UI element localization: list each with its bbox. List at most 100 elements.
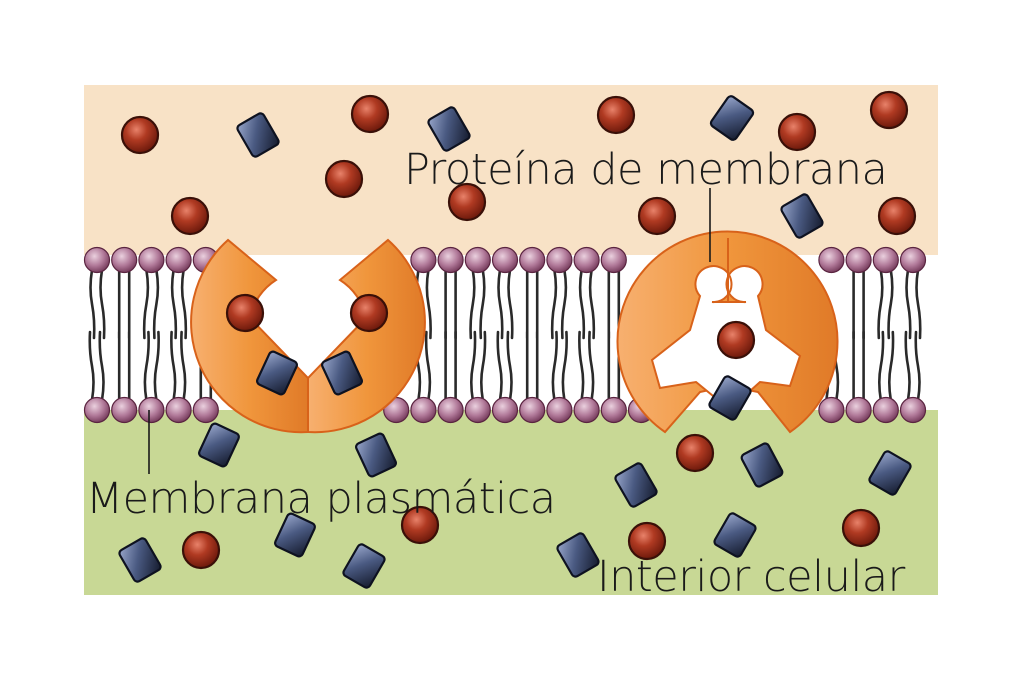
lipid-tail bbox=[561, 330, 568, 402]
sphere-molecule bbox=[349, 293, 389, 333]
lipid-tail bbox=[550, 268, 558, 340]
lipid-head bbox=[410, 246, 437, 274]
cube-molecule bbox=[118, 537, 162, 583]
lipid-tail bbox=[425, 268, 432, 340]
lipid-head bbox=[165, 246, 192, 274]
lipid-tail bbox=[904, 330, 911, 402]
protein-label: Proteína de membrana bbox=[404, 145, 887, 195]
cube-molecule bbox=[342, 543, 386, 589]
lipid-head bbox=[899, 396, 927, 424]
sphere-molecule bbox=[637, 196, 677, 236]
lipid-tail bbox=[180, 268, 188, 340]
sphere-molecule bbox=[400, 505, 440, 545]
lipid-head bbox=[138, 246, 165, 274]
cube-molecule bbox=[868, 450, 912, 496]
cube-molecule bbox=[427, 106, 471, 152]
lipid-tail bbox=[152, 268, 160, 340]
lipid-tail bbox=[888, 330, 895, 402]
sphere-molecule bbox=[627, 521, 667, 561]
lipid-tail bbox=[143, 330, 150, 402]
lipid-tail bbox=[914, 330, 921, 402]
interior-label: Interior celular bbox=[597, 552, 906, 602]
sphere-molecule bbox=[596, 95, 636, 135]
cube-molecule bbox=[274, 512, 316, 558]
lipid-tail bbox=[507, 268, 514, 340]
carrier-protein-open bbox=[190, 238, 426, 434]
cube-molecule bbox=[708, 375, 752, 421]
lipid-head bbox=[464, 396, 491, 424]
lipid-head bbox=[818, 396, 845, 424]
lipid-head bbox=[83, 396, 111, 424]
sphere-molecule bbox=[225, 293, 265, 333]
sphere-molecule bbox=[120, 115, 160, 155]
lipid-tail bbox=[905, 268, 912, 340]
lipid-tail bbox=[470, 330, 477, 402]
sphere-molecule bbox=[869, 90, 909, 130]
cube-molecule bbox=[614, 462, 658, 508]
lipid-head bbox=[111, 396, 138, 424]
lipid-tail bbox=[496, 330, 503, 402]
lipid-tail bbox=[170, 330, 177, 402]
lipid-head bbox=[491, 246, 519, 274]
lipid-head bbox=[410, 396, 437, 424]
lipid-tail bbox=[98, 330, 105, 402]
sphere-molecule bbox=[675, 433, 715, 473]
lipid-head bbox=[437, 396, 464, 424]
sphere-molecule bbox=[447, 182, 487, 222]
lipid-heads bbox=[83, 246, 927, 424]
lipid-head bbox=[573, 246, 600, 274]
lipid-tail bbox=[469, 268, 476, 340]
lipid-tail bbox=[180, 330, 187, 402]
lipid-tail bbox=[497, 268, 504, 340]
lipid-tail bbox=[588, 330, 595, 402]
lipid-head bbox=[519, 246, 546, 274]
sphere-molecule bbox=[716, 320, 756, 360]
cube-molecule bbox=[198, 422, 240, 468]
membrane-label: Membrana plasmática bbox=[86, 474, 556, 524]
lipid-head bbox=[872, 246, 899, 274]
lipid-head bbox=[437, 246, 464, 274]
cube-molecule bbox=[709, 95, 755, 141]
lipid-head bbox=[165, 396, 192, 424]
lipid-tail bbox=[142, 268, 150, 340]
lipid-tail bbox=[170, 268, 178, 340]
lipid-tail bbox=[877, 268, 884, 340]
sphere-molecule bbox=[777, 112, 817, 152]
lipid-tail bbox=[88, 330, 95, 402]
lipid-tail bbox=[99, 268, 106, 340]
lipid-tail bbox=[578, 330, 585, 402]
cube-molecule bbox=[236, 112, 280, 158]
sphere-molecule bbox=[181, 530, 221, 570]
lipid-tail bbox=[588, 268, 596, 340]
lipid-head bbox=[818, 246, 845, 274]
lipid-head bbox=[491, 396, 519, 424]
lipid-tail bbox=[551, 330, 558, 402]
molecules bbox=[118, 90, 917, 589]
lipid-head bbox=[464, 246, 491, 274]
lipid-head bbox=[519, 396, 546, 424]
sphere-molecule bbox=[877, 196, 917, 236]
sphere-molecule bbox=[170, 196, 210, 236]
sphere-molecule bbox=[350, 94, 390, 134]
lipid-head bbox=[546, 396, 573, 424]
lipid-head bbox=[83, 246, 111, 274]
lipid-head bbox=[845, 246, 872, 274]
lipid-head bbox=[573, 396, 600, 424]
lipid-tail bbox=[153, 330, 160, 402]
sphere-molecule bbox=[324, 159, 364, 199]
lipid-tail bbox=[89, 268, 96, 340]
sphere-molecule bbox=[841, 508, 881, 548]
lipid-tail bbox=[887, 268, 894, 340]
cube-molecule bbox=[556, 532, 600, 578]
lipid-head bbox=[546, 246, 573, 274]
lipid-tail bbox=[578, 268, 586, 340]
lipid-head bbox=[872, 396, 899, 424]
lipid-tail bbox=[878, 330, 885, 402]
cube-molecule bbox=[780, 193, 824, 239]
cube-molecule bbox=[256, 350, 298, 396]
lipid-tail bbox=[424, 330, 432, 402]
lipid-tail bbox=[506, 330, 513, 402]
lipid-head bbox=[899, 246, 927, 274]
lipid-head bbox=[138, 396, 165, 424]
